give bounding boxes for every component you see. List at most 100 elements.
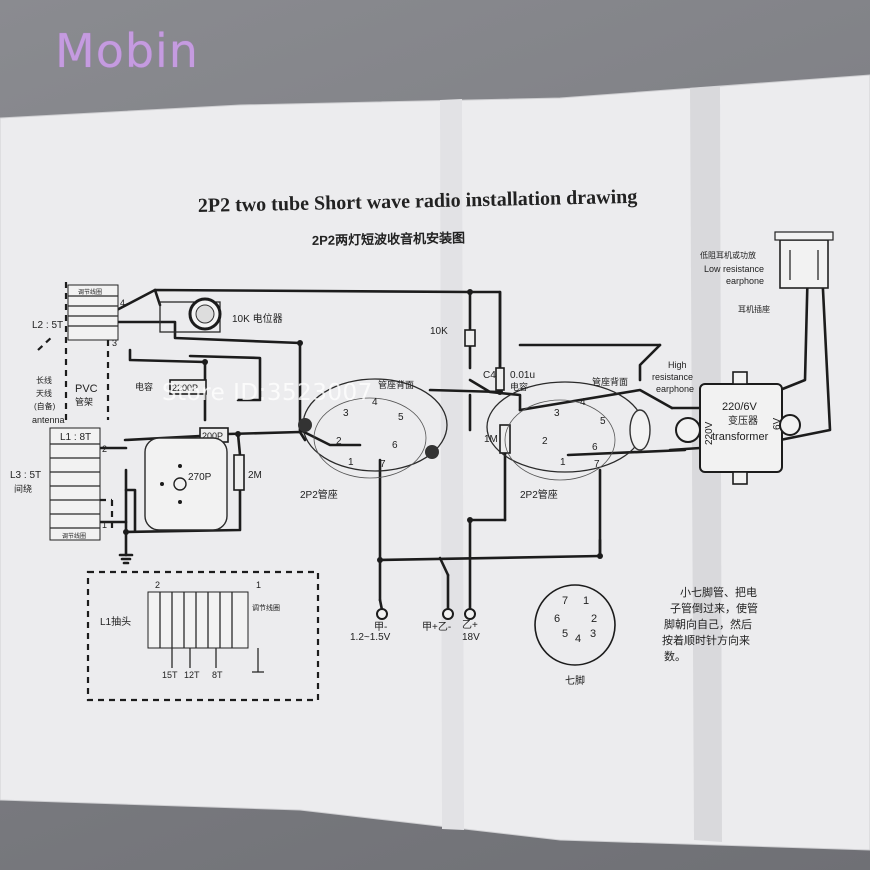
pin-diagram-1: 1 [583, 595, 589, 607]
adj-coil-top: 调节线圈 [78, 288, 102, 296]
cap-2200p-cn: 电容 [135, 381, 153, 392]
l1-tap-cn: 调节线圈 [252, 603, 280, 612]
earphone-jack: 低阻耳机或功放 Low resistance earphone 耳机插座 [700, 231, 834, 314]
xf-220v: 220V [704, 421, 715, 445]
earphone-low-1: Low resistance [704, 264, 764, 274]
battery-terminals: 甲- 1.2~1.5V 甲+乙- 乙+ 18V [350, 608, 480, 643]
tube-socket-right: 管座背面 2P2管座 [486, 376, 651, 501]
paper-sheet [0, 74, 870, 851]
bat-a-volt: 1.2~1.5V [350, 632, 391, 643]
coil-assembly: 调节线圈 L2 : 5T 4 3 PVC 管架 长线 天线 (自备) anten… [10, 282, 134, 565]
antenna-label: antenna [32, 415, 65, 425]
bat-ab: 甲+乙- [422, 621, 451, 633]
adj-coil-bottom: 调节线圈 [62, 532, 86, 540]
left-pin-2: 2 [336, 436, 342, 447]
title-chinese: 2P2两灯短波收音机安装图 [312, 230, 465, 248]
l3-label: L3 : 5T [10, 470, 41, 481]
note-line-5: 数。 [664, 650, 686, 663]
earphone-low-2: earphone [726, 276, 764, 286]
earphone-cn: 低阻耳机或功放 [700, 250, 756, 260]
brand-logo: Mobin [55, 24, 199, 78]
note-line-3: 脚朝向自己，然后 [664, 617, 752, 631]
right-pin-3: 3 [554, 408, 560, 419]
node-2: 2 [102, 444, 107, 454]
socket-left-back: 管座背面 [378, 379, 414, 390]
bat-b-volt: 18V [462, 632, 480, 643]
right-pin-1: 1 [560, 457, 566, 468]
right-socket-pins: 3 4 5 2 6 1 7 [542, 397, 606, 470]
note-line-2: 子管倒过来，使管 [670, 601, 758, 615]
resistor-2m: 2M [233, 454, 262, 491]
tap-1: 1 [256, 580, 261, 590]
seven-pin-diagram: 7 1 6 2 5 3 4 七脚 [534, 584, 616, 687]
note-line-4: 按着顺时针方向来 [662, 633, 750, 647]
pin-diagram-2: 2 [591, 613, 597, 625]
res-2m-label: 2M [248, 470, 262, 481]
pin-diagram-4: 4 [575, 633, 581, 645]
tap-15t: 15T [162, 670, 178, 680]
potentiometer-10k: 10K 电位器 [159, 297, 283, 333]
antenna-cn-3: (自备) [34, 401, 56, 411]
left-pin-5: 5 [398, 412, 404, 423]
xf-cn: 变压器 [728, 414, 758, 427]
tap-12t: 12T [184, 670, 200, 680]
cap-200p-label: 200P [202, 431, 223, 441]
pin-note: 小七脚管、把电 子管倒过来，使管 脚朝向自己，然后 按着顺时针方向来 数。 [662, 585, 758, 663]
socket-left-label: 2P2管座 [300, 488, 338, 501]
left-pin-7: 7 [380, 459, 386, 470]
pin-diagram-caption: 七脚 [565, 674, 585, 687]
left-pin-4: 4 [372, 397, 378, 408]
note-line-1: 小七脚管、把电 [680, 585, 757, 599]
right-pin-2: 2 [542, 436, 548, 447]
pin-diagram-7: 7 [562, 595, 568, 607]
store-watermark: Store ID:3523007 [162, 380, 373, 406]
tap-2: 2 [155, 580, 160, 590]
l1-label: L1 : 8T [60, 432, 91, 443]
paper-fold-shadow-left [440, 99, 464, 830]
c4-cn: 电容 [510, 381, 528, 392]
c4-label: C4 [483, 370, 496, 381]
pot-label: 10K 电位器 [232, 312, 283, 325]
right-pin-7: 7 [594, 459, 600, 470]
transformer: 220/6V 变压器 transformer 220V 6V High resi… [652, 360, 801, 485]
l1-tap-box: L1抽头 调节线圈 2 1 15T 12T 8T [86, 570, 320, 702]
cap-270p-label: 270P [188, 472, 212, 483]
right-pin-5: 5 [600, 416, 606, 427]
xf-en: transformer [712, 431, 769, 443]
left-socket-pins: 4 3 5 2 6 1 7 [336, 397, 404, 470]
l3-cn: 间绕 [14, 483, 32, 494]
right-pin-6: 6 [592, 442, 598, 453]
wiring [98, 258, 832, 612]
antenna-cn-2: 天线 [36, 388, 52, 398]
node-1: 1 [102, 520, 107, 530]
pin-diagram-6: 6 [554, 613, 560, 625]
tube-socket-left: 管座背面 2P2管座 [298, 378, 448, 501]
hi-res-1: High [668, 360, 687, 370]
left-pin-1: 1 [348, 457, 354, 468]
antenna-cn-1: 长线 [36, 375, 52, 385]
capacitor-c4: C4 0.01u 电容 [483, 367, 535, 392]
hi-res-2: resistance [652, 372, 693, 382]
res-10k-label: 10K [430, 326, 448, 337]
socket-right-label: 2P2管座 [520, 488, 558, 501]
node-3: 3 [112, 338, 117, 348]
right-pin-4: 4 [580, 397, 586, 408]
cap-2200p-label: 2200P [172, 383, 198, 393]
left-pin-3: 3 [343, 408, 349, 419]
l1-tap-label: L1抽头 [100, 615, 131, 628]
bat-a: 甲- [374, 622, 387, 633]
pvc-label: PVC [75, 383, 98, 395]
c4-value: 0.01u [510, 370, 535, 381]
bat-b: 乙+ [462, 619, 478, 631]
l2-label: L2 : 5T [32, 320, 63, 331]
socket-right-back: 管座背面 [592, 376, 628, 387]
pin-diagram-3: 3 [590, 628, 596, 640]
resistor-10k: 10K [430, 326, 476, 347]
left-pin-6: 6 [392, 440, 398, 451]
xf-6v: 6V [772, 417, 783, 430]
node-4: 4 [120, 298, 125, 308]
xf-rating: 220/6V [722, 401, 758, 413]
hi-res-3: earphone [656, 384, 694, 394]
